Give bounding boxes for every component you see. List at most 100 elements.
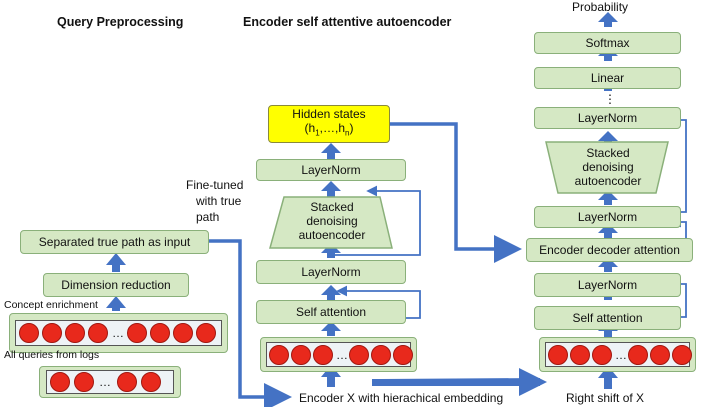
query-dot <box>127 323 147 343</box>
hidden-states-line1: Hidden states <box>292 107 366 122</box>
embedding-dot <box>570 345 590 365</box>
softmax-label: Softmax <box>585 36 630 50</box>
arrow-up-stacked-r <box>598 131 618 147</box>
layernorm-r-top-box: LayerNorm <box>534 107 681 129</box>
middle-up-arrows <box>321 143 341 387</box>
right-stacked-trapezoid <box>545 141 669 194</box>
arrow-up-ln2 <box>598 190 618 205</box>
layernorm-r-3-box: LayerNorm <box>534 273 681 297</box>
probability-label: Probability <box>572 0 629 14</box>
encoder-to-rightshift-wedge <box>372 378 540 386</box>
ellipsis: … <box>99 375 111 389</box>
stacked-line: autoencoder <box>574 174 642 188</box>
hidden-part: ,…,h <box>319 121 345 136</box>
query-dot <box>74 372 94 392</box>
right-shift-label: Right shift of X <box>566 391 645 405</box>
layernorm-r-3-label: LayerNorm <box>577 278 638 292</box>
query-preprocessing-title: Query Preprocessing <box>57 15 184 29</box>
self-attention-label: Self attention <box>295 305 367 319</box>
arrow-up-encdec <box>598 223 618 239</box>
layernorm-top-label: LayerNorm <box>301 163 361 177</box>
mid-stacked-text: Stacked denoising autoencoder <box>280 200 384 242</box>
embedding-dot <box>650 345 670 365</box>
hidden-sub: 1 <box>315 128 320 138</box>
ellipsis: … <box>112 326 124 340</box>
embedding-dot <box>291 345 311 365</box>
enriched-queries-row: … <box>9 313 228 353</box>
encoder-x-label: Encoder X with hierachical embedding <box>299 391 504 405</box>
embedding-dot <box>548 345 568 365</box>
query-dot <box>65 323 85 343</box>
arrow-up-ln-top <box>321 143 341 159</box>
encoder-decoder-attention-label: Encoder decoder attention <box>539 243 680 257</box>
embedding-dot <box>313 345 333 365</box>
arrow-up-mid-row <box>321 321 341 336</box>
embedding-dot <box>672 345 692 365</box>
separated-true-path-box: Separated true path as input <box>20 230 209 254</box>
concept-enrichment-label: Concept enrichment <box>4 299 98 311</box>
arrow-up-stacked <box>321 181 341 197</box>
embedding-dot <box>592 345 612 365</box>
arrow-up-encoder-x <box>321 365 341 387</box>
query-dot <box>196 323 216 343</box>
arrow-up-dimension <box>106 253 126 272</box>
arrow-up-self-att <box>321 285 341 301</box>
stacked-line: autoencoder <box>298 228 366 242</box>
self-attention-r-label: Self attention <box>572 311 643 325</box>
arrow-up-right-shift <box>598 366 618 389</box>
layernorm-r-2-box: LayerNorm <box>534 206 681 228</box>
query-dot <box>150 323 170 343</box>
arrow-up-ln3 <box>598 257 618 272</box>
hidden-states-box: Hidden states (h1,…,hn) <box>268 105 390 143</box>
softmax-box: Softmax <box>534 32 681 54</box>
layernorm-r-top-label: LayerNorm <box>577 111 638 125</box>
vertical-ellipsis: ⋮ <box>604 92 616 106</box>
stacked-line: denoising <box>582 160 634 174</box>
arrow-up-ln-mid <box>321 243 341 258</box>
query-dot <box>141 372 161 392</box>
query-dot <box>173 323 193 343</box>
self-attention-r-box: Self attention <box>534 306 681 330</box>
hidden-part: (h <box>304 121 316 136</box>
query-dot <box>50 372 70 392</box>
query-dot <box>117 372 137 392</box>
middle-embedding-row: … <box>260 337 417 372</box>
stacked-line: Stacked <box>310 200 354 214</box>
stacked-line: denoising <box>306 214 358 228</box>
layernorm-r-2-label: LayerNorm <box>577 210 638 224</box>
embedding-dot <box>349 345 369 365</box>
separated-true-path-label: Separated true path as input <box>38 235 191 249</box>
layernorm-mid-box: LayerNorm <box>256 260 406 284</box>
arrow-up-probability <box>598 12 618 27</box>
dimension-reduction-box: Dimension reduction <box>43 273 189 297</box>
hidden-sub: n <box>345 128 350 138</box>
arrow-up-concept <box>106 296 126 311</box>
self-attention-box: Self attention <box>256 300 406 324</box>
right-embedding-row: … <box>539 337 696 372</box>
fine-tuned-line2: with true <box>196 194 242 208</box>
embedding-dot <box>393 345 413 365</box>
embedding-dot <box>371 345 391 365</box>
hidden-part: ) <box>349 121 354 136</box>
fine-tuned-line1: Fine-tuned <box>186 178 244 192</box>
fine-tuned-line3: path <box>196 210 220 224</box>
layernorm-top-box: LayerNorm <box>256 159 406 181</box>
encoder-title: Encoder self attentive autoencoder <box>243 15 452 29</box>
mid-stacked-trapezoid <box>269 196 393 249</box>
ellipsis: … <box>336 348 348 362</box>
embedding-dot <box>269 345 289 365</box>
hidden-states-line2: (h1,…,hn) <box>305 121 354 140</box>
stacked-line: Stacked <box>586 146 630 160</box>
ellipsis: … <box>615 348 627 362</box>
right-stacked-text: Stacked denoising autoencoder <box>556 146 660 188</box>
linear-label: Linear <box>590 71 625 85</box>
layernorm-mid-label: LayerNorm <box>301 265 361 279</box>
embedding-dot <box>628 345 648 365</box>
query-dot <box>88 323 108 343</box>
dimension-reduction-label: Dimension reduction <box>61 278 171 292</box>
all-queries-label: All queries from logs <box>4 349 100 361</box>
query-dot <box>42 323 62 343</box>
encoder-decoder-attention-box: Encoder decoder attention <box>526 238 693 262</box>
query-dot <box>19 323 39 343</box>
